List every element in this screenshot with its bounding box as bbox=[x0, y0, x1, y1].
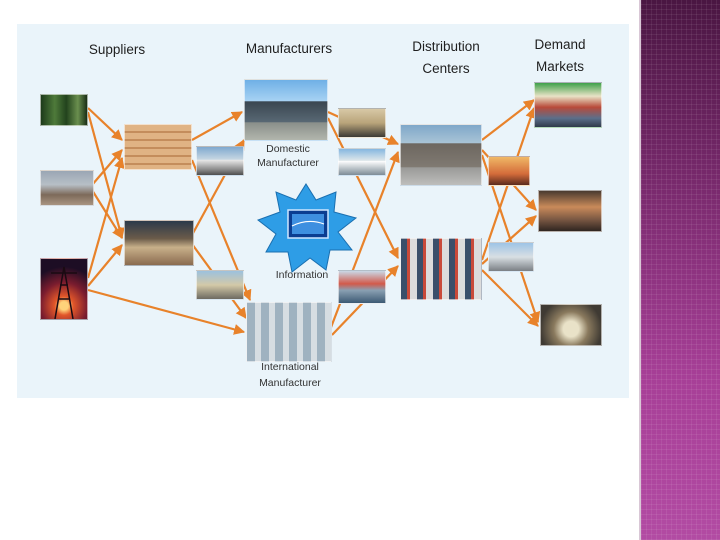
international-manufacturer-label-1: International bbox=[261, 361, 319, 373]
crowded-market-photo bbox=[538, 190, 602, 232]
domestic-manufacturer-label-1: Domestic bbox=[266, 143, 310, 155]
header-manufacturers: Manufacturers bbox=[245, 41, 333, 56]
mine-photo bbox=[40, 170, 94, 206]
arrow-forest-to-retail bbox=[86, 111, 125, 240]
arrow-power-to-international bbox=[87, 288, 246, 335]
power-lines-sunset-photo bbox=[40, 258, 88, 320]
supermarket-photo bbox=[534, 82, 602, 128]
arrow-forest-to-lumber bbox=[87, 107, 123, 141]
arrow-mine-to-lumber bbox=[91, 149, 123, 186]
pylon-icon bbox=[51, 266, 77, 319]
forest-photo bbox=[40, 94, 88, 126]
truck-photo-left bbox=[196, 146, 244, 176]
airplane-sunset-photo bbox=[488, 156, 530, 186]
domestic-manufacturer-label-2: Manufacturer bbox=[257, 157, 319, 169]
domestic-factory-photo bbox=[244, 79, 328, 141]
computer-screen-icon bbox=[287, 209, 329, 239]
shopping-mall-photo bbox=[540, 304, 602, 346]
warehouse-goods-photo bbox=[124, 220, 194, 266]
cargo-truck-photo bbox=[338, 108, 386, 138]
highway-truck-photo bbox=[196, 270, 244, 300]
header-suppliers: Suppliers bbox=[88, 42, 146, 57]
decorative-side-band bbox=[641, 0, 720, 540]
arrow-dcbot-to-market-bottom bbox=[481, 269, 539, 327]
international-manufacturer-label-2: Manufacturer bbox=[259, 377, 321, 389]
lumber-photo bbox=[124, 124, 192, 170]
header-demand: Demand bbox=[534, 37, 586, 52]
international-factory-photo bbox=[246, 302, 332, 362]
header-centers: Centers bbox=[422, 61, 470, 76]
distribution-center-interior-photo bbox=[400, 238, 482, 300]
delivery-truck-photo-right bbox=[488, 242, 534, 272]
delivery-truck-photo bbox=[338, 148, 386, 176]
header-markets: Markets bbox=[535, 59, 584, 74]
information-label: Information bbox=[275, 269, 329, 281]
port-crane-photo bbox=[338, 270, 386, 304]
arrow-power-to-retail bbox=[87, 244, 123, 287]
distribution-center-exterior-photo bbox=[400, 124, 482, 186]
arrow-dctop-to-market-top bbox=[481, 99, 535, 141]
header-distribution: Distribution bbox=[412, 39, 480, 54]
arrow-power-to-lumber bbox=[86, 156, 125, 279]
arrow-lumber-to-domestic bbox=[191, 111, 243, 141]
arrow-domestic-to-dc-bottom bbox=[327, 117, 399, 259]
slide-divider bbox=[639, 0, 641, 540]
